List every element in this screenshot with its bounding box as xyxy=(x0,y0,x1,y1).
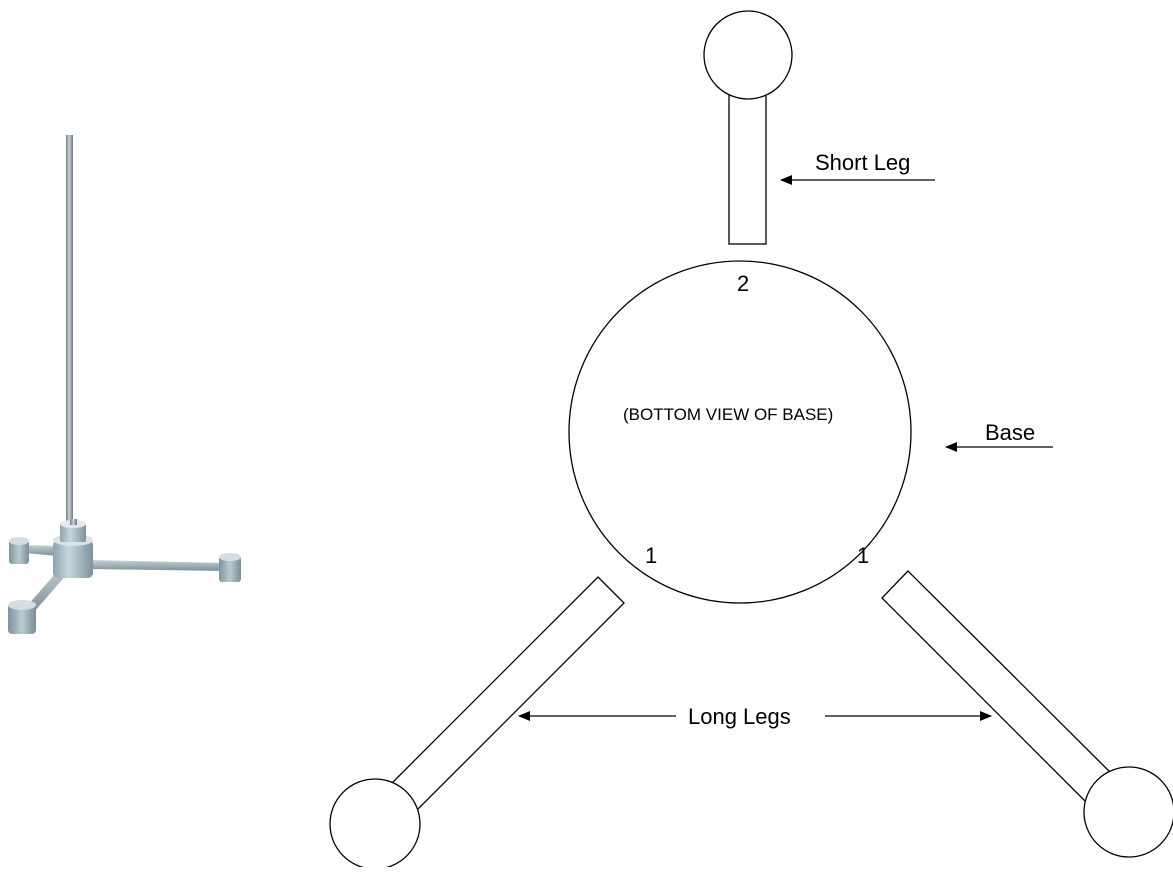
position-number-left: 1 xyxy=(645,543,657,568)
position-number-top: 2 xyxy=(737,271,749,296)
base-label: Base xyxy=(985,420,1035,445)
legs-diagram xyxy=(329,10,1173,870)
stand-hub xyxy=(53,519,93,578)
short-leg-label: Short Leg xyxy=(815,150,910,175)
long-legs-label: Long Legs xyxy=(688,704,791,729)
long-leg-right-foot xyxy=(1083,766,1173,858)
stand-foot-right xyxy=(219,553,241,582)
long-leg-left-bar xyxy=(387,576,625,814)
stand-leg-right xyxy=(90,560,224,571)
short-leg-foot xyxy=(703,10,793,100)
position-number-right: 1 xyxy=(857,543,869,568)
short-leg-bar xyxy=(728,91,767,245)
base-circle xyxy=(568,260,912,604)
base-caption: (BOTTOM VIEW OF BASE) xyxy=(623,405,833,424)
stand-foot-front xyxy=(8,600,36,634)
stand-leg-left-rear xyxy=(24,545,58,556)
stand-rod xyxy=(66,135,73,535)
stand-foot-left-rear xyxy=(9,537,29,564)
long-leg-right-bar xyxy=(881,570,1118,807)
long-leg-left-foot xyxy=(329,778,421,870)
stand-photo xyxy=(8,135,241,634)
